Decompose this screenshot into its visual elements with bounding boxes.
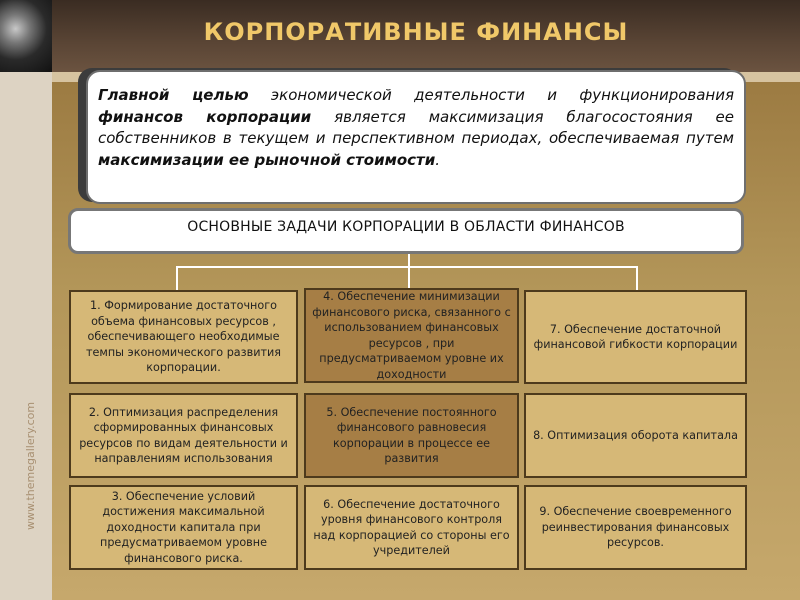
tasks-heading: ОСНОВНЫЕ ЗАДАЧИ КОРПОРАЦИИ В ОБЛАСТИ ФИН… — [187, 219, 625, 235]
goal-part-3: экономической деятельности и функциониро… — [248, 86, 735, 104]
header-bar — [0, 0, 800, 72]
connector-horizontal — [176, 266, 638, 268]
sidebar — [0, 72, 52, 600]
page-title: КОРПОРАТИВНЫЕ ФИНАНСЫ — [203, 18, 629, 46]
connector-col2 — [408, 266, 410, 290]
goal-callout — [86, 70, 746, 204]
corner-image — [0, 0, 52, 72]
task-box-8: 8. Оптимизация оборота капитала — [524, 393, 747, 478]
connector-col1 — [176, 266, 178, 292]
connector-trunk — [408, 254, 410, 268]
goal-part-5: является максимизация благосостояния ее … — [98, 107, 735, 148]
task-box-9: 9. Обеспечение своевременного реинвестир… — [524, 485, 747, 570]
goal-part-6: максимизации ее рыночной стоимости — [98, 150, 436, 169]
goal-part-4: финансов корпорации — [98, 107, 312, 126]
task-box-7: 7. Обеспечение достаточной финансовой ги… — [524, 290, 747, 384]
task-box-2: 2. Оптимизация распределения сформирован… — [69, 393, 298, 478]
sidebar-watermark: www.themegallery.com — [24, 401, 37, 530]
goal-text: Главной целью экономической деятельности… — [98, 85, 734, 171]
connector-col3 — [636, 266, 638, 292]
task-box-3: 3. Обеспечение условий достижения максим… — [69, 485, 298, 570]
goal-part-7: . — [435, 150, 441, 169]
tasks-heading-box — [68, 208, 744, 254]
goal-part-1: Главной — [98, 86, 170, 104]
task-box-5: 5. Обеспечение постоянного финансового р… — [304, 393, 519, 478]
task-box-6: 6. Обеспечение достаточного уровня финан… — [304, 485, 519, 570]
task-box-1: 1. Формирование достаточного объема фина… — [69, 290, 298, 384]
task-box-4: 4. Обеспечение минимизации финансового р… — [304, 288, 519, 383]
goal-part-2: целью — [169, 86, 249, 104]
